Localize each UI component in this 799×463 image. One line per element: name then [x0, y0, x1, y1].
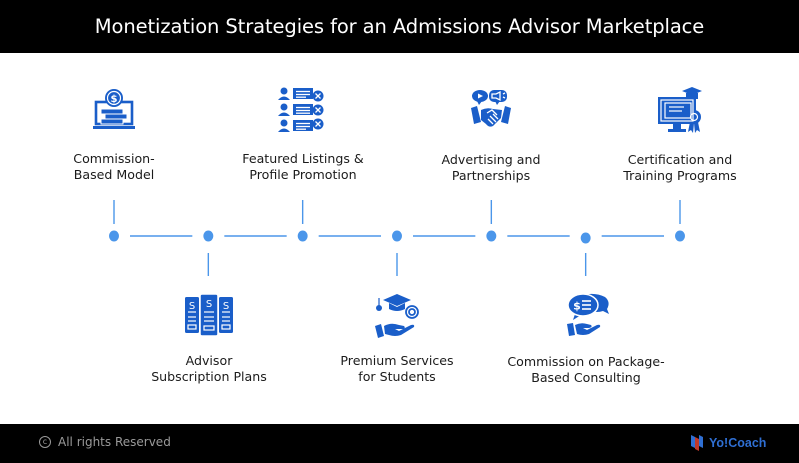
- copyright-icon: c: [39, 436, 51, 448]
- timeline-node: [486, 230, 497, 242]
- label-line-1: Premium Services: [340, 353, 454, 368]
- laptop-dollar-icon: $: [91, 88, 137, 138]
- timeline-node: [297, 230, 308, 242]
- label-line-2: Partnerships: [451, 168, 531, 183]
- timeline-node: [580, 232, 591, 244]
- profile-listings-icon: [278, 86, 328, 138]
- label-line-1: Commission-: [73, 151, 155, 166]
- strategy-label-advertising-partnerships: Advertising and Partnerships: [406, 152, 576, 184]
- label-line-1: Commission on Package-: [507, 354, 665, 369]
- timeline-node: [392, 230, 402, 242]
- svg-text:S: S: [223, 301, 229, 312]
- footer-bar: c All rights Reserved Yo!Coach: [0, 424, 799, 463]
- label-line-2: Training Programs: [623, 168, 737, 183]
- header-bar: Monetization Strategies for an Admission…: [0, 0, 799, 53]
- label-line-1: Advisor: [185, 353, 233, 368]
- strategy-label-featured-listings: Featured Listings & Profile Promotion: [218, 151, 388, 183]
- strategy-label-certification-training: Certification and Training Programs: [595, 152, 765, 184]
- consulting-dollar-icon: $: [561, 292, 611, 342]
- label-line-1: Featured Listings &: [242, 151, 364, 166]
- svg-text:$: $: [111, 94, 118, 105]
- yocoach-logo-icon: [691, 435, 703, 451]
- label-line-2: Based Consulting: [531, 370, 641, 385]
- subscription-plans-icon: S S S: [184, 293, 234, 340]
- brand-logo: Yo!Coach: [690, 434, 766, 452]
- label-line-2: for Students: [358, 369, 436, 384]
- strategy-label-advisor-subscription: Advisor Subscription Plans: [124, 353, 294, 385]
- strategy-label-package-consulting: Commission on Package- Based Consulting: [501, 354, 671, 386]
- label-line-1: Certification and: [627, 152, 733, 167]
- page-title: Monetization Strategies for an Admission…: [94, 15, 705, 38]
- label-line-2: Profile Promotion: [249, 167, 357, 182]
- label-line-2: Subscription Plans: [151, 369, 267, 384]
- timeline-node: [675, 230, 685, 242]
- label-line-1: Advertising and: [441, 152, 541, 167]
- svg-text:S: S: [206, 299, 212, 310]
- graduation-hand-icon: [373, 294, 421, 342]
- svg-text:S: S: [189, 301, 195, 312]
- copyright-text: All rights Reserved: [58, 435, 171, 449]
- handshake-ads-icon: [469, 88, 513, 134]
- label-line-2: Based Model: [73, 167, 155, 182]
- brand-name: Yo!Coach: [709, 436, 767, 450]
- copyright: c All rights Reserved: [39, 435, 171, 449]
- strategy-label-commission-based-model: Commission- Based Model: [29, 151, 199, 183]
- timeline-node: [109, 230, 119, 242]
- timeline-node: [203, 230, 214, 242]
- svg-text:$: $: [573, 300, 581, 313]
- certificate-computer-icon: [656, 87, 704, 139]
- strategy-label-premium-services: Premium Services for Students: [312, 353, 482, 385]
